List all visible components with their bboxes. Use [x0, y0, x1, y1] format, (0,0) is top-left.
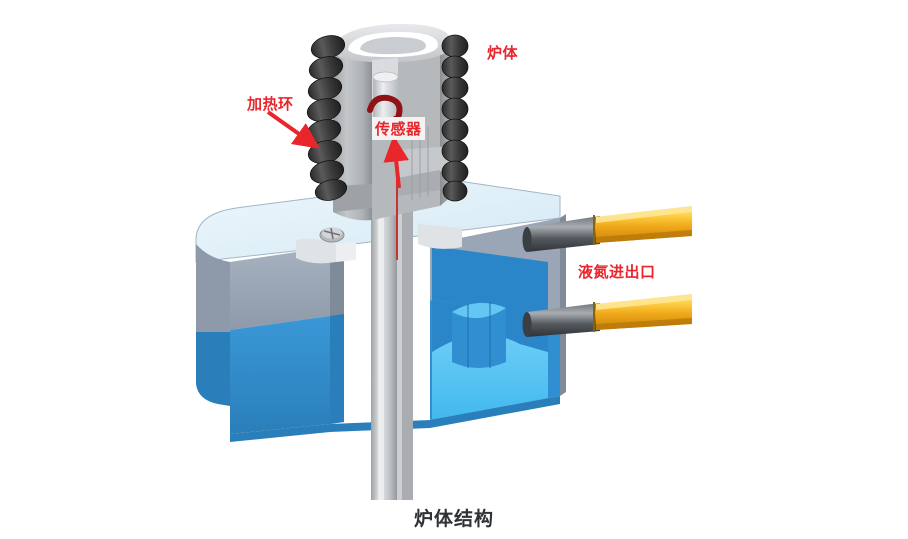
- label-ln2-port: 液氮进出口: [578, 264, 656, 281]
- arrow-to-sensor: [383, 135, 409, 189]
- center-shaft-specular: [378, 100, 384, 500]
- label-sensor: 传感器: [372, 117, 425, 140]
- label-furnace-body: 炉体: [487, 45, 519, 62]
- furnace-head-inner-bore: [360, 37, 426, 55]
- chamber-cylinder-insert: [452, 302, 506, 368]
- head-lower-flange: [397, 146, 452, 178]
- tank-right-side-face: [560, 214, 566, 396]
- label-heating-ring: 加热环: [247, 96, 294, 113]
- bore-shelf-right: [418, 224, 462, 249]
- arrow-to-heating-ring: [266, 110, 320, 149]
- head-lower-flange-side: [397, 170, 440, 196]
- figure-caption: 炉体结构: [413, 509, 494, 530]
- tank-front-blue-left: [230, 316, 330, 434]
- ln2-pipe-lower: [522, 294, 692, 337]
- sample-tube-mouth: [372, 71, 399, 83]
- pipe-connector-lower: [527, 303, 600, 337]
- ln2-pipe-upper: [522, 206, 692, 252]
- pipe-connector-upper: [527, 216, 600, 252]
- tank-inner-left-blue: [330, 314, 344, 424]
- heating-coil-right: [441, 34, 469, 202]
- chamber-back-wall: [432, 246, 548, 317]
- tank-bottom-rim: [230, 396, 560, 442]
- bore-shelf-left-top: [336, 242, 356, 262]
- mounting-screw: [319, 227, 345, 243]
- center-shaft-highlight: [397, 150, 402, 500]
- tank-front-gray-left: [230, 247, 330, 330]
- furnace-head: [333, 23, 452, 221]
- furnace-head-front: [333, 52, 372, 221]
- tank-left-end-blue: [196, 332, 230, 406]
- bore-shelf-left: [296, 238, 336, 264]
